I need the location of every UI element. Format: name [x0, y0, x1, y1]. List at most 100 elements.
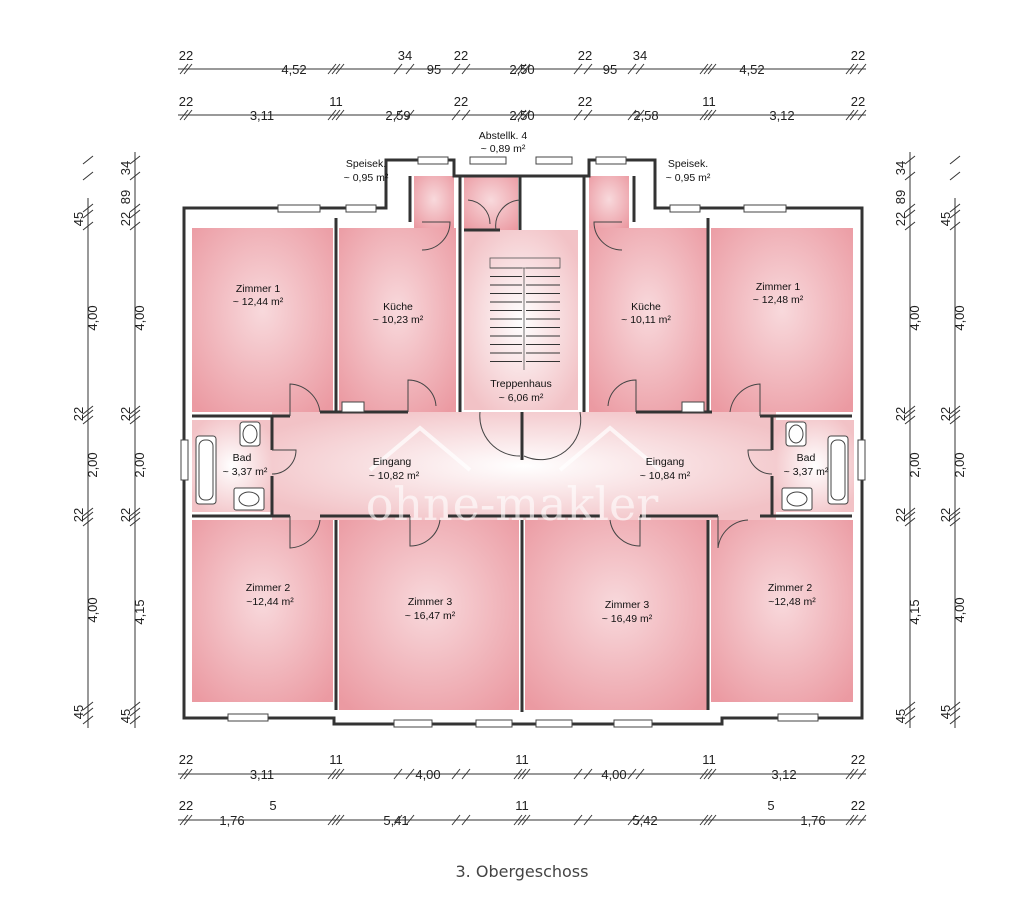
dim-label: 1,76 [800, 813, 825, 828]
dim-label: 4,00 [85, 597, 100, 622]
dim-label: 5 [269, 798, 276, 813]
dim-tick [904, 221, 916, 231]
dim-label: 2,00 [907, 452, 922, 477]
dim-tick [627, 109, 637, 121]
dim-tick [521, 109, 531, 121]
dim-tick [904, 415, 916, 425]
dim-label: 4,00 [415, 767, 440, 782]
dim-label: 3,12 [769, 108, 794, 123]
dim-tick [849, 814, 859, 826]
dim-tick [583, 814, 593, 826]
dim-tick [949, 203, 961, 213]
dim-tick [82, 221, 94, 231]
dim-tick [627, 814, 637, 826]
dim-tick [129, 415, 141, 425]
dim-tick [904, 511, 916, 521]
windows [180, 156, 866, 728]
dim-label: 5,42 [632, 813, 657, 828]
dim-tick [327, 109, 337, 121]
dim-tick [904, 701, 916, 711]
dim-tick [82, 511, 94, 521]
dim-tick [949, 415, 961, 425]
room-area-eingang-left: ~ 10,82 m² [369, 470, 420, 482]
dim-tick [699, 768, 709, 780]
dim-tick [573, 109, 583, 121]
dim-tick [635, 814, 645, 826]
dim-label: 34 [118, 161, 133, 175]
room-area-kueche-right: ~ 10,11 m² [621, 314, 671, 326]
dim-tick [573, 63, 583, 75]
dim-tick [82, 171, 94, 181]
dim-tick [179, 109, 189, 121]
dim-tick [517, 814, 527, 826]
dim-tick [129, 517, 141, 527]
dims-top-1: 22 4,52 34 95 22 2,50 22 95 34 4,52 22 [179, 48, 865, 77]
dim-tick [183, 63, 193, 75]
room-area-zimmer3-left: ~ 16,47 m² [405, 610, 456, 622]
dim-tick [703, 63, 713, 75]
room-area-eingang-right: ~ 10,84 m² [640, 470, 691, 482]
dim-tick [82, 507, 94, 517]
dim-label: 89 [118, 190, 133, 204]
dim-tick [703, 768, 713, 780]
dim-tick [393, 814, 403, 826]
room-area-speisek-right: ~ 0,95 m² [666, 172, 711, 184]
dim-label: 95 [427, 62, 441, 77]
dim-tick [183, 814, 193, 826]
dim-tick [461, 814, 471, 826]
room-name-eingang-left: Eingang [373, 456, 412, 468]
dim-tick [513, 63, 523, 75]
room-name-kueche-right: Küche [631, 301, 661, 313]
staircase [489, 257, 561, 370]
dim-label: 45 [938, 212, 953, 226]
dim-tick [849, 63, 859, 75]
room-name-zimmer3-left: Zimmer 3 [408, 596, 452, 608]
dim-tick [845, 109, 855, 121]
dim-label: 11 [702, 94, 716, 109]
room-name-zimmer1-right: Zimmer 1 [756, 281, 800, 293]
dim-label: 4,00 [601, 767, 626, 782]
dim-label: 34 [398, 48, 412, 63]
dim-tick [405, 109, 415, 121]
dim-tick [635, 109, 645, 121]
room-area-treppenhaus: ~ 6,06 m² [499, 392, 544, 404]
dim-tick [857, 768, 867, 780]
dim-label: 5,41 [383, 813, 408, 828]
dim-tick [904, 203, 916, 213]
dim-label: 22 [851, 798, 865, 813]
dim-tick [179, 768, 189, 780]
dim-label: 45 [893, 709, 908, 723]
dim-tick [183, 109, 193, 121]
dim-tick [82, 715, 94, 725]
dim-label: 45 [71, 212, 86, 226]
dim-label: 2,00 [85, 452, 100, 477]
dim-tick [129, 155, 141, 165]
dims-right-outer: 45 4,00 22 2,00 22 4,00 45 [938, 212, 967, 719]
dim-tick [513, 768, 523, 780]
dim-label: 11 [515, 798, 529, 813]
dim-label: 4,00 [85, 305, 100, 330]
dim-tick [627, 768, 637, 780]
room-name-eingang-right: Eingang [646, 456, 685, 468]
dim-label: 2,50 [509, 108, 534, 123]
room-name-zimmer1-left: Zimmer 1 [236, 283, 280, 295]
dim-tick [857, 63, 867, 75]
dim-tick [949, 701, 961, 711]
dim-label: 34 [633, 48, 647, 63]
dim-tick [583, 63, 593, 75]
dim-label: 4,52 [281, 62, 306, 77]
dims-bottom-1: 22 3,11 11 4,00 11 4,00 11 3,12 22 [179, 752, 865, 782]
dim-tick [904, 405, 916, 415]
dim-label: 89 [893, 190, 908, 204]
dim-label: 22 [938, 407, 953, 421]
dim-tick [949, 517, 961, 527]
dim-label: 1,76 [219, 813, 244, 828]
dim-label: 4,52 [739, 62, 764, 77]
dim-tick [521, 814, 531, 826]
dim-tick [331, 109, 341, 121]
dim-tick [707, 109, 717, 121]
dim-tick [129, 511, 141, 521]
room-area-speisek-left: ~ 0,95 m² [344, 172, 389, 184]
room-labels: Zimmer 1 ~ 12,44 m² Küche ~ 10,23 m² Spe… [223, 130, 829, 625]
room-name-zimmer2-right: Zimmer 2 [768, 582, 812, 594]
